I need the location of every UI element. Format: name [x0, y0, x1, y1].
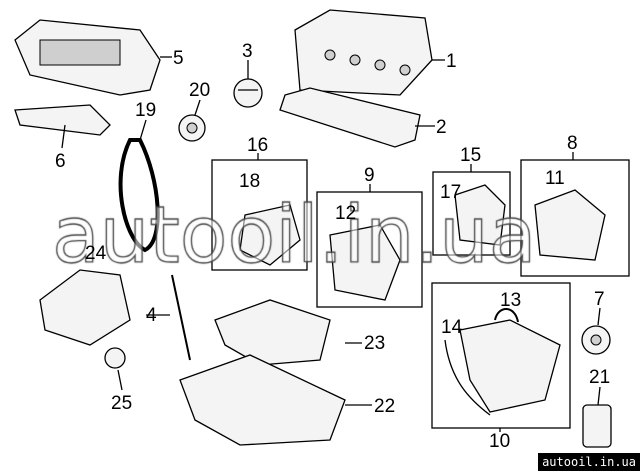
callout-9: 9	[364, 165, 375, 186]
callout-19: 19	[135, 100, 156, 121]
callout-13: 13	[500, 290, 521, 311]
site-badge: autooil.in.ua	[538, 453, 640, 471]
callout-14: 14	[441, 317, 463, 338]
callout-21: 21	[589, 367, 610, 388]
callout-20: 20	[189, 80, 210, 101]
callout-2: 2	[436, 117, 447, 138]
callout-4: 4	[146, 305, 157, 326]
callout-11: 11	[545, 168, 565, 189]
callout-18: 18	[239, 171, 260, 192]
callout-25: 25	[111, 393, 132, 414]
callout-8: 8	[567, 133, 578, 154]
callout-15: 15	[460, 145, 481, 166]
callout-12: 12	[335, 203, 356, 224]
callout-24: 24	[85, 243, 107, 264]
callout-16: 16	[247, 135, 268, 156]
callout-17: 17	[440, 182, 461, 203]
callout-23: 23	[364, 333, 385, 354]
callout-3: 3	[242, 41, 253, 62]
callout-5: 5	[173, 48, 184, 69]
callout-6: 6	[55, 151, 66, 172]
callout-1: 1	[446, 51, 457, 72]
callout-10: 10	[489, 431, 510, 452]
callout-22: 22	[374, 396, 395, 417]
callout-7: 7	[594, 289, 605, 310]
